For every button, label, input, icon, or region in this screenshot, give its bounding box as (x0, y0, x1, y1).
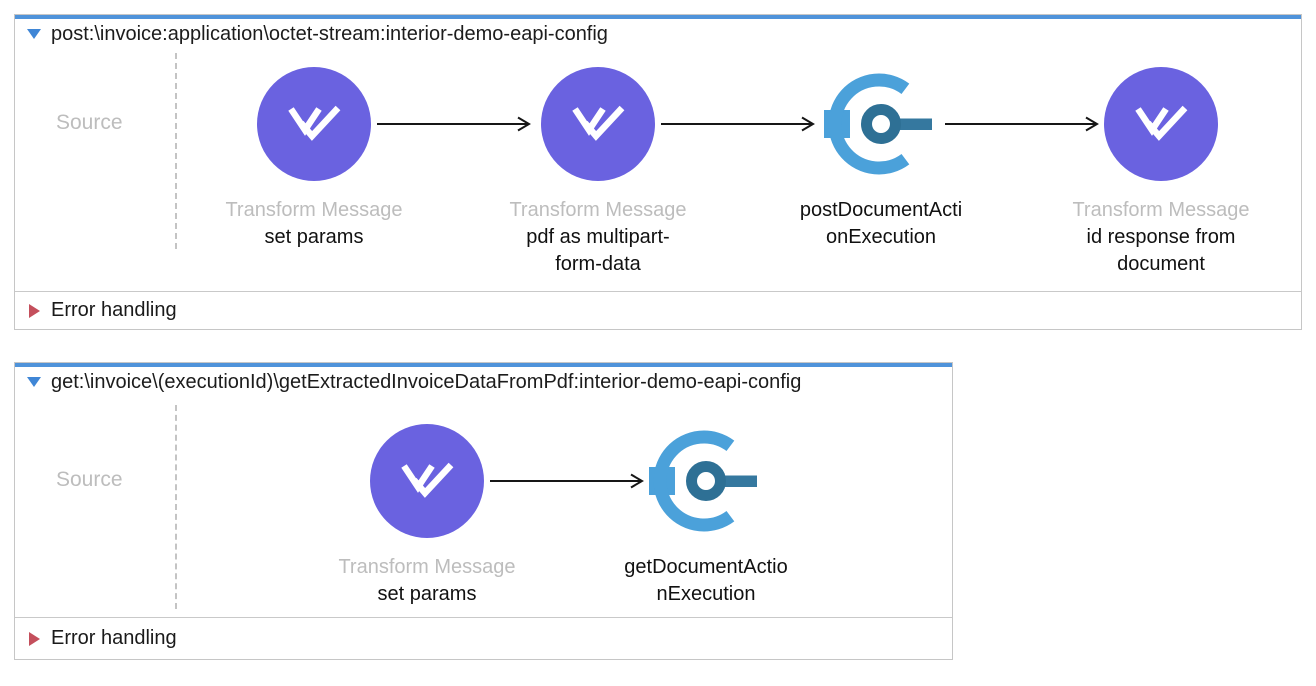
transform-message-node[interactable]: Transform Message set params (225, 67, 403, 251)
flow-accent-bar (15, 363, 952, 367)
flow-arrow (945, 116, 1099, 132)
collapse-arrow-icon[interactable] (27, 377, 41, 387)
lane-divider (175, 405, 177, 609)
source-lane-label: Source (56, 468, 123, 491)
flow-arrow (661, 116, 815, 132)
flow-canvas: Source Transform Message set params (15, 49, 1301, 291)
dataweave-transform-icon (257, 67, 371, 181)
expand-arrow-icon[interactable] (29, 631, 40, 646)
collapse-arrow-icon[interactable] (27, 29, 41, 39)
node-name-label: id response from document (1086, 226, 1236, 275)
flow-accent-bar (15, 15, 1301, 19)
flow-title: get:\invoice\(executionId)\getExtractedI… (51, 370, 802, 393)
node-type-label: Transform Message (509, 199, 687, 221)
flow-arrow (377, 116, 531, 132)
dataweave-transform-icon (541, 67, 655, 181)
dataweave-transform-icon (370, 424, 484, 538)
flow-header[interactable]: get:\invoice\(executionId)\getExtractedI… (15, 367, 952, 397)
flow-header[interactable]: post:\invoice:application\octet-stream:i… (15, 19, 1301, 49)
expand-arrow-icon[interactable] (29, 303, 40, 318)
transform-message-node[interactable]: Transform Message pdf as multipart-form-… (509, 67, 687, 278)
error-handling-label: Error handling (51, 627, 177, 649)
node-name-label: set params (377, 583, 477, 605)
node-name-label: postDocumentActionExecution (799, 199, 963, 248)
node-type-label: Transform Message (338, 556, 516, 578)
node-name-label: set params (264, 226, 364, 248)
node-type-label: Transform Message (225, 199, 403, 221)
flow-container: get:\invoice\(executionId)\getExtractedI… (14, 362, 953, 660)
transform-message-node[interactable]: Transform Message id response from docum… (1072, 67, 1250, 278)
flow-title: post:\invoice:application\octet-stream:i… (51, 22, 608, 45)
error-handling-label: Error handling (51, 299, 177, 321)
connector-operation-icon (824, 73, 932, 175)
flow-canvas: Source Transform Message set params (15, 397, 952, 617)
node-type-label: Transform Message (1072, 199, 1250, 221)
error-handling-row[interactable]: Error handling (15, 291, 1301, 329)
node-name-label: pdf as multipart-form-data (526, 226, 670, 275)
transform-message-node[interactable]: Transform Message set params (338, 424, 516, 608)
connector-operation-icon (649, 430, 757, 532)
flow-arrow (490, 473, 644, 489)
connector-operation-node[interactable]: postDocumentActionExecution (796, 67, 966, 251)
node-name-label: getDocumentActionExecution (624, 556, 788, 605)
flow-container: post:\invoice:application\octet-stream:i… (14, 14, 1302, 330)
source-lane-label: Source (56, 111, 123, 134)
dataweave-transform-icon (1104, 67, 1218, 181)
connector-operation-node[interactable]: getDocumentActionExecution (621, 424, 791, 608)
lane-divider (175, 53, 177, 249)
error-handling-row[interactable]: Error handling (15, 617, 952, 659)
